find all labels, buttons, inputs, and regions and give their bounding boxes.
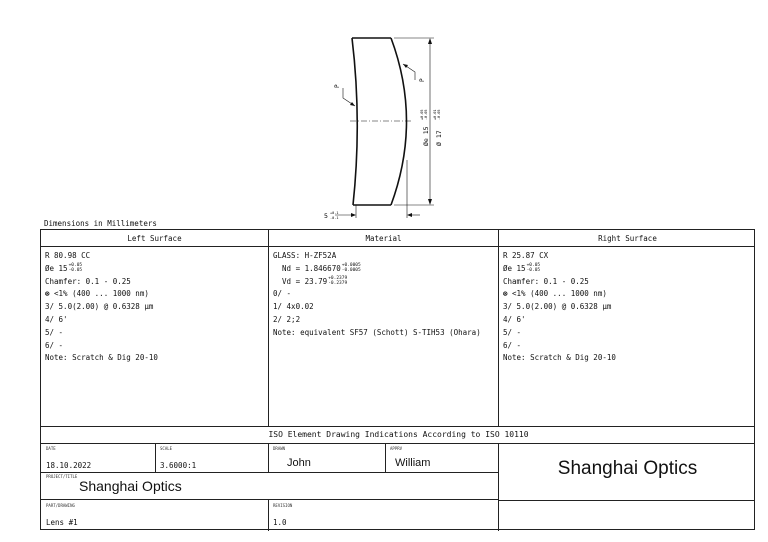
left-aperture: Øe 15+0.05-0.05 [45,263,83,273]
thickness-tol-plus: +0.1 [330,211,338,215]
material-line2: 2/ 2;2 [273,314,301,324]
material-line0: 0/ - [273,289,292,299]
left-line4: 4/ 6' [45,314,68,324]
right-radius: R 25.87 CX [503,251,549,260]
left-surface-header: Left Surface [127,234,182,243]
right-note: Note: Scratch & Dig 20-10 [503,353,616,363]
date-label: DATE [46,446,56,451]
right-line5: 5/ - [503,327,522,337]
project-label: PROJECT/TITLE [46,474,78,479]
left-note: Note: Scratch & Dig 20-10 [45,353,158,363]
units-note: Dimensions in Millimeters [44,219,157,228]
drawn-value: John [287,457,311,469]
material-note: Note: equivalent SF57 (Schott) S-TIH53 (… [273,327,481,337]
left-surface-label: P [334,84,341,88]
abbe-number: Vd = 23.79+0.2379-0.2379 [282,276,348,286]
glass: GLASS: H-ZF52A [273,251,337,260]
approved-value: William [395,457,431,469]
right-line6: 6/ - [503,340,522,350]
left-radius: R 80.98 CC [45,251,91,260]
right-surface-specs: R 25.87 CX Øe 15+0.05-0.05 Chamfer: 0.1 … [503,250,616,365]
right-surface-label: P [419,78,426,82]
revision-value: 1.0 [273,518,287,527]
thickness-dim: 5 [324,212,328,220]
spec-table: Left Surface Material Right Surface R 80… [40,229,755,531]
left-surface-specs: R 80.98 CC Øe 15+0.05-0.05 Chamfer: 0.1 … [45,250,158,365]
material-line1: 1/ 4x0.02 [273,302,314,312]
drawn-label: DRAWN [273,446,286,451]
date-value: 18.10.2022 [46,461,92,470]
right-aperture: Øe 15+0.05-0.05 [503,263,541,273]
right-line4: 4/ 6' [503,314,526,324]
scale-label: SCALE [160,446,173,451]
left-line3: 3/ 5.0(2.00) @ 0.6328 µm [45,302,154,312]
lens-drawing: P P Øe 15 Ø 17 +0.05 -0.05 +0.01 -0.05 5… [324,37,443,220]
project-value: Shanghai Optics [79,478,182,494]
revision-label: REVISION [273,503,293,508]
material-header: Material [365,234,402,243]
right-chamfer: Chamfer: 0.1 - 0.25 [503,276,589,286]
refractive-index: Nd = 1.846670+0.0005-0.0005 [282,263,361,273]
approved-label: APPRV [390,446,403,451]
clear-aperture-tol-plus: +0.05 [420,109,424,120]
material-specs: GLASS: H-ZF52A Nd = 1.846670+0.0005-0.00… [273,250,481,340]
diameter-tol-plus: +0.01 [433,109,437,120]
clear-aperture-dim: Øe 15 [422,126,430,146]
company-name: Shanghai Optics [557,458,698,479]
left-coating: ⊗ <1% (400 ... 1000 nm) [45,289,149,299]
part-label: PART/DRAWING [46,503,75,508]
thickness-tol-minus: -0.1 [330,216,338,220]
diameter-tol-minus: -0.05 [437,109,441,120]
scale-value: 3.6000:1 [160,461,197,470]
iso-title: ISO Element Drawing Indications Accordin… [268,430,529,439]
left-line5: 5/ - [45,327,64,337]
left-line6: 6/ - [45,340,64,350]
part-value: Lens #1 [46,518,78,527]
right-surface-header: Right Surface [598,234,657,243]
right-line3: 3/ 5.0(2.00) @ 0.6328 µm [503,302,612,312]
clear-aperture-tol-minus: -0.05 [424,109,428,120]
coating-icon: ⊗ [45,289,50,299]
coating-icon: ⊗ [503,289,508,299]
lens-outline [351,37,408,206]
diameter-dim: Ø 17 [435,130,443,146]
right-coating: ⊗ <1% (400 ... 1000 nm) [503,289,607,299]
left-chamfer: Chamfer: 0.1 - 0.25 [45,276,131,286]
